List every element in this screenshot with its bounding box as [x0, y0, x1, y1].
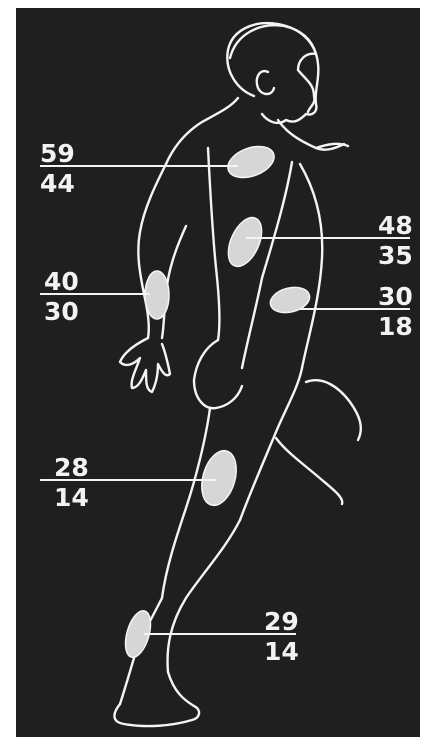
- diagram-background: [16, 8, 420, 737]
- forearm-bottom-value: 30: [44, 297, 79, 326]
- mid-back-bottom-value: 35: [378, 241, 413, 270]
- thigh-top-value: 28: [54, 453, 89, 482]
- mid-back-top-value: 48: [378, 211, 413, 240]
- thigh-bottom-value: 14: [54, 483, 89, 512]
- lower-back-top-value: 30: [378, 282, 413, 311]
- calf-top-value: 29: [264, 607, 299, 636]
- lower-back-bottom-value: 18: [378, 312, 413, 341]
- upper-back-top-value: 59: [40, 139, 75, 168]
- calf-bottom-value: 14: [264, 637, 299, 666]
- body-diagram-svg: 59 44 48 35 40 30 30 18 28 14 29 14: [16, 8, 420, 737]
- body-diagram: 59 44 48 35 40 30 30 18 28 14 29 14: [16, 8, 420, 737]
- forearm-top-value: 40: [44, 267, 79, 296]
- upper-back-bottom-value: 44: [40, 169, 75, 198]
